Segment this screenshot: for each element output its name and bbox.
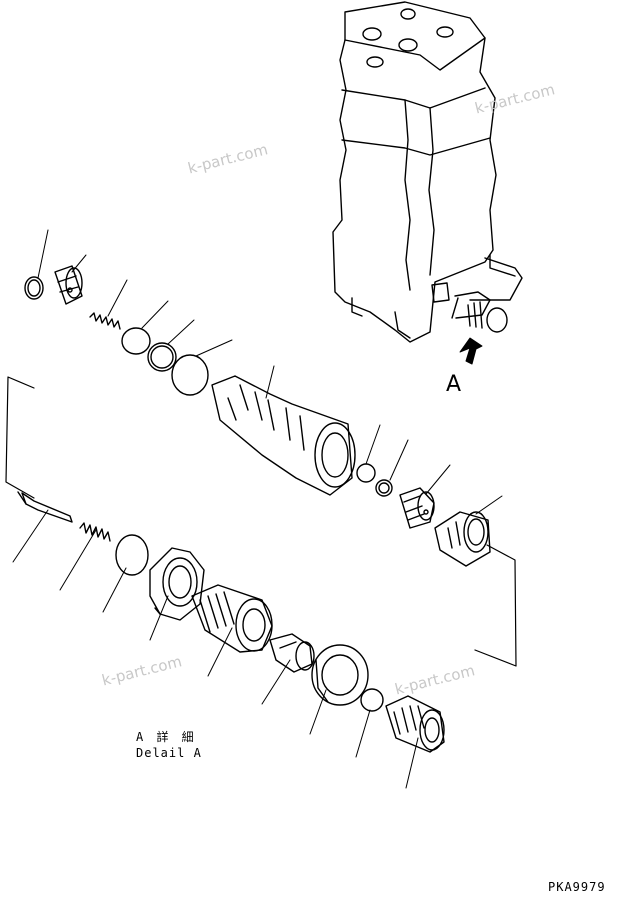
poppet-rod xyxy=(17,491,73,523)
part-code: PKA9979 xyxy=(548,880,606,894)
detail-bracket-lines xyxy=(5,376,517,667)
poppet-plug xyxy=(269,633,315,673)
detail-title-jp: A 詳 細 xyxy=(136,730,197,744)
o-ring-4 xyxy=(115,534,149,576)
o-ring-5 xyxy=(360,688,384,712)
spring-2 xyxy=(79,522,111,542)
control-valve-block xyxy=(332,1,523,343)
snap-ring-1 xyxy=(24,276,44,300)
backup-ring-2 xyxy=(375,479,393,497)
collar-ring xyxy=(311,644,369,706)
detail-title-en: Delail A xyxy=(136,746,202,760)
arrow-to-port-a xyxy=(459,337,483,365)
valve-sleeve xyxy=(211,375,356,496)
backup-ring-1 xyxy=(147,342,177,372)
leader-lines xyxy=(12,229,503,789)
callout-label-a: A xyxy=(446,372,462,397)
o-ring-2 xyxy=(171,354,209,396)
retainer-1 xyxy=(54,265,83,305)
lock-nut xyxy=(149,547,205,621)
plug-1 xyxy=(399,487,435,529)
adapter-1 xyxy=(434,511,491,567)
spring-1 xyxy=(89,312,121,330)
o-ring-1 xyxy=(121,327,151,355)
valve-body-2 xyxy=(191,584,273,653)
adapter-2 xyxy=(385,695,445,753)
o-ring-3 xyxy=(356,463,376,483)
